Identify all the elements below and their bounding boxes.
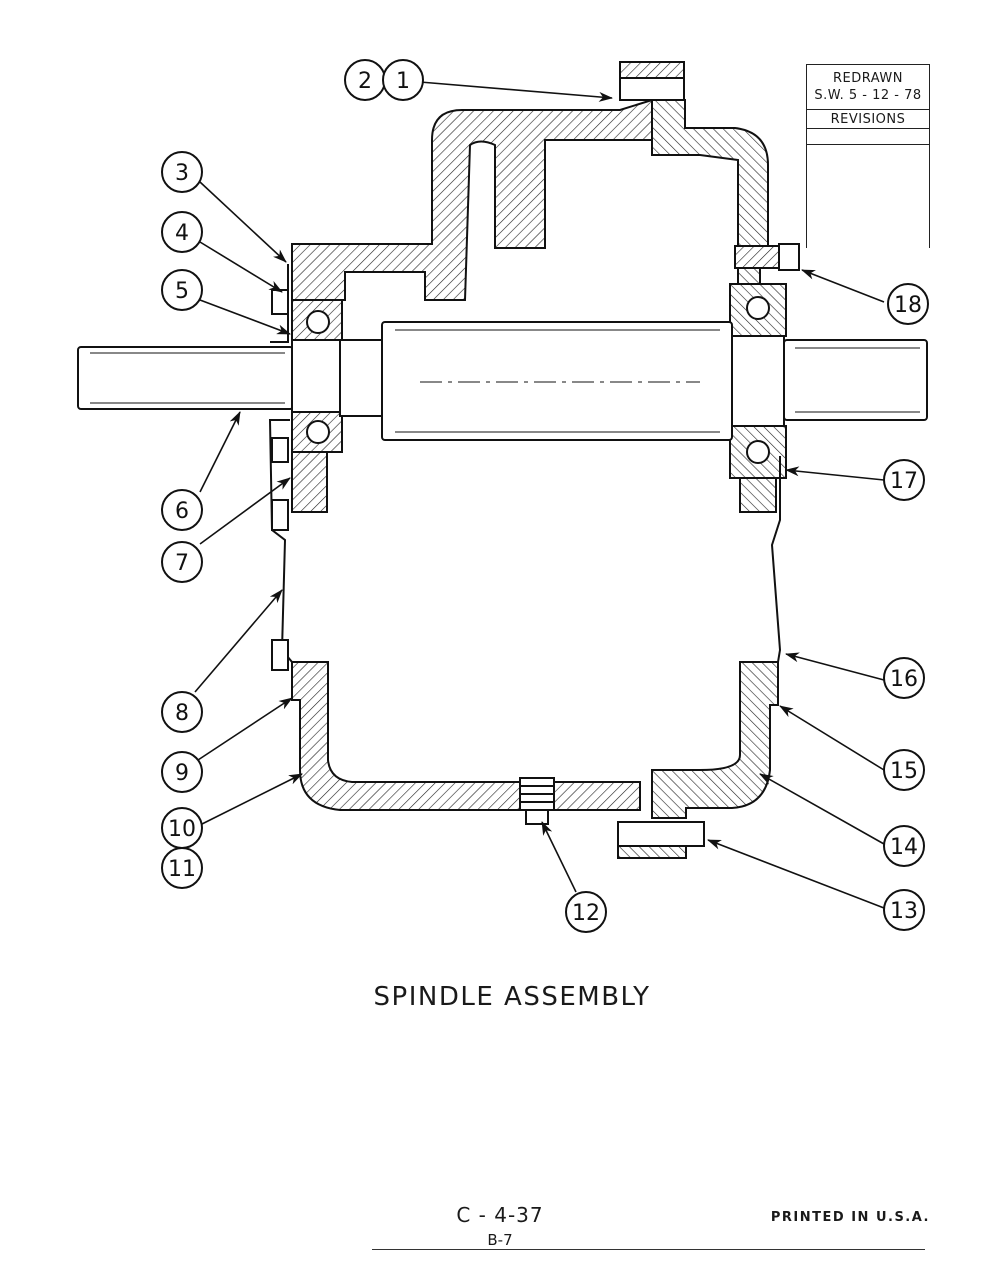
- drain-plug: [519, 777, 555, 825]
- callout-label: 5: [175, 279, 189, 304]
- callout-balloons: [161, 59, 929, 933]
- revision-divider: [807, 144, 929, 145]
- callout-label: 4: [175, 221, 189, 246]
- revision-signoff: S.W. 5 - 12 - 78: [814, 88, 922, 103]
- top-cap: [619, 61, 685, 101]
- leader-lines: [194, 81, 885, 909]
- callout-4: [161, 211, 203, 253]
- callout-label: 1: [396, 69, 410, 94]
- housing-lower-left: [291, 661, 641, 811]
- callout-17: [883, 459, 925, 501]
- callout-label: 3: [175, 161, 189, 186]
- housing-lower-right: [651, 661, 779, 819]
- callout-label: 11: [168, 857, 196, 882]
- bearing-seat-left: [291, 299, 343, 513]
- revision-block: REDRAWN S.W. 5 - 12 - 78 REVISIONS: [806, 64, 930, 248]
- callout-labels: 2 1 3 4 5 6 7 8 9 10 11 12 13 14 15 16 1…: [168, 69, 922, 926]
- callout-9: [161, 751, 203, 793]
- callout-11: [161, 847, 203, 889]
- callout-label: 15: [890, 759, 918, 784]
- cover-plates: [268, 264, 782, 671]
- callout-label: 16: [890, 667, 918, 692]
- callout-12: [565, 891, 607, 933]
- callout-label: 12: [572, 901, 600, 926]
- revision-divider: [807, 109, 929, 110]
- bearing-balls: [306, 296, 770, 464]
- page-number: B-7: [487, 1231, 513, 1249]
- callout-5: [161, 269, 203, 311]
- callout-label: 2: [358, 69, 372, 94]
- callout-label: 17: [890, 469, 918, 494]
- callout-3: [161, 151, 203, 193]
- callout-18: [887, 283, 929, 325]
- callout-6: [161, 489, 203, 531]
- callout-8: [161, 691, 203, 733]
- revision-redrawn: REDRAWN: [832, 71, 904, 86]
- callout-label: 18: [894, 293, 922, 318]
- callout-16: [883, 657, 925, 699]
- callout-label: 14: [890, 835, 918, 860]
- callout-1: [382, 59, 424, 101]
- callout-label: 6: [175, 499, 189, 524]
- set-screw: [734, 243, 800, 271]
- printed-notice: PRINTED IN U.S.A.: [770, 1210, 930, 1225]
- revisions-heading: REVISIONS: [830, 112, 906, 127]
- callout-7: [161, 541, 203, 583]
- drawing-title: SPINDLE ASSEMBLY: [373, 982, 651, 1012]
- callout-label: 7: [175, 551, 189, 576]
- housing-upper-left: [291, 98, 653, 301]
- callout-label: 9: [175, 761, 189, 786]
- callout-label: 10: [168, 817, 196, 842]
- callout-13: [883, 889, 925, 931]
- callout-label: 8: [175, 701, 189, 726]
- spindle-shaft: [77, 321, 928, 441]
- callout-14: [883, 825, 925, 867]
- revision-divider: [807, 128, 929, 129]
- document-number: C - 4-37: [456, 1203, 544, 1227]
- callout-label: 13: [890, 899, 918, 924]
- dowel-pin: [617, 821, 705, 859]
- callout-15: [883, 749, 925, 791]
- housing-upper-right: [651, 99, 769, 285]
- footer-rule: [372, 1249, 925, 1250]
